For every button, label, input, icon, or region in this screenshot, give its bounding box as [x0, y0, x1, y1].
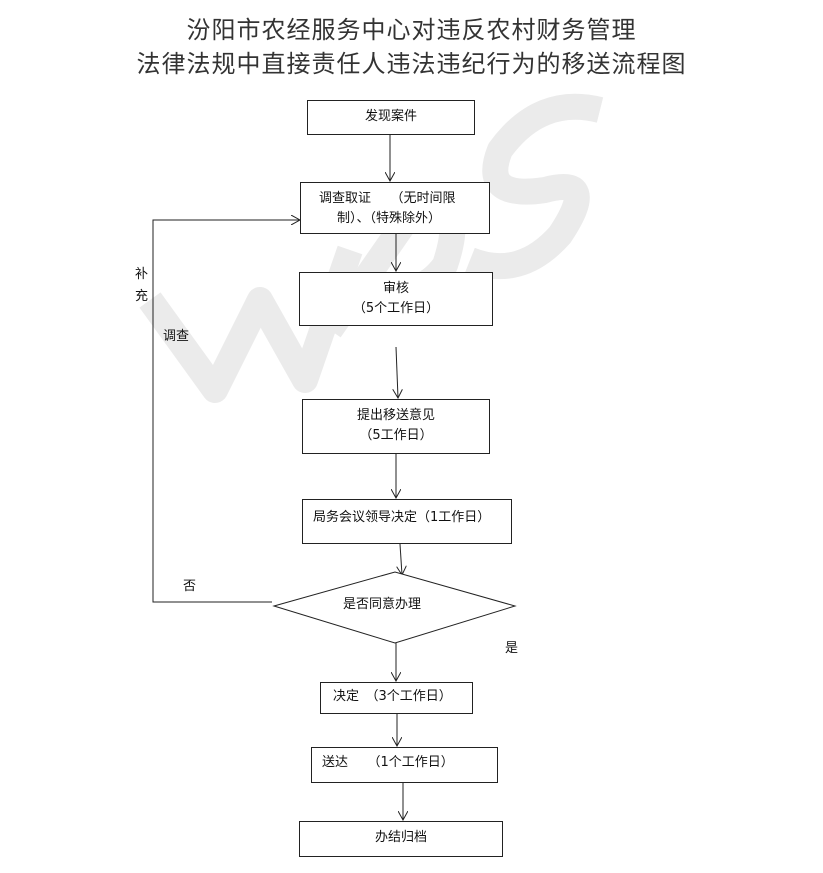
node-deliver-label: 送达 （1个工作日）: [322, 755, 454, 770]
node-propose-line1: 提出移送意见: [356, 408, 435, 423]
decision-diamond: [272, 571, 517, 644]
title-line-1: 汾阳市农经服务中心对违反农村财务管理: [186, 16, 637, 44]
label-supplement-1: 补: [135, 267, 149, 282]
label-investigate: 调查: [163, 329, 190, 344]
node-review-line1: 审核: [382, 281, 409, 296]
node-investigate-line1: 调查取证 （无时间限: [319, 191, 456, 206]
node-investigate: 调查取证 （无时间限 制）、（特殊除外）: [300, 182, 490, 234]
node-deliver: 送达 （1个工作日）: [311, 747, 498, 783]
arrow-meeting-diamond: [400, 543, 402, 575]
node-propose: 提出移送意见 （5工作日）: [302, 399, 490, 454]
node-review: 审核 （5个工作日）: [299, 272, 493, 326]
feedback-loop-line: [152, 220, 300, 603]
node-meeting: 局务会议领导决定（1工作日）: [302, 499, 512, 544]
node-investigate-line2: 制）、（特殊除外）: [337, 211, 442, 226]
title-line-2: 法律法规中直接责任人违法违纪行为的移送流程图: [136, 50, 687, 78]
node-discover: 发现案件: [307, 100, 475, 135]
label-yes: 是: [505, 641, 519, 656]
node-review-line2: （5个工作日）: [352, 301, 440, 316]
node-decide: 决定 （3个工作日）: [320, 682, 473, 714]
node-archive-label: 办结归档: [374, 830, 427, 845]
node-decide-label: 决定 （3个工作日）: [333, 689, 452, 704]
decision-question: 是否同意办理: [343, 597, 422, 612]
node-meeting-label: 局务会议领导决定（1工作日）: [313, 510, 491, 525]
label-supplement-2: 充: [135, 289, 149, 304]
node-propose-line2: （5工作日）: [359, 428, 433, 443]
node-archive: 办结归档: [299, 821, 503, 857]
node-discover-label: 发现案件: [364, 109, 417, 124]
arrow-review-propose: [396, 346, 398, 398]
label-no: 否: [183, 579, 197, 594]
